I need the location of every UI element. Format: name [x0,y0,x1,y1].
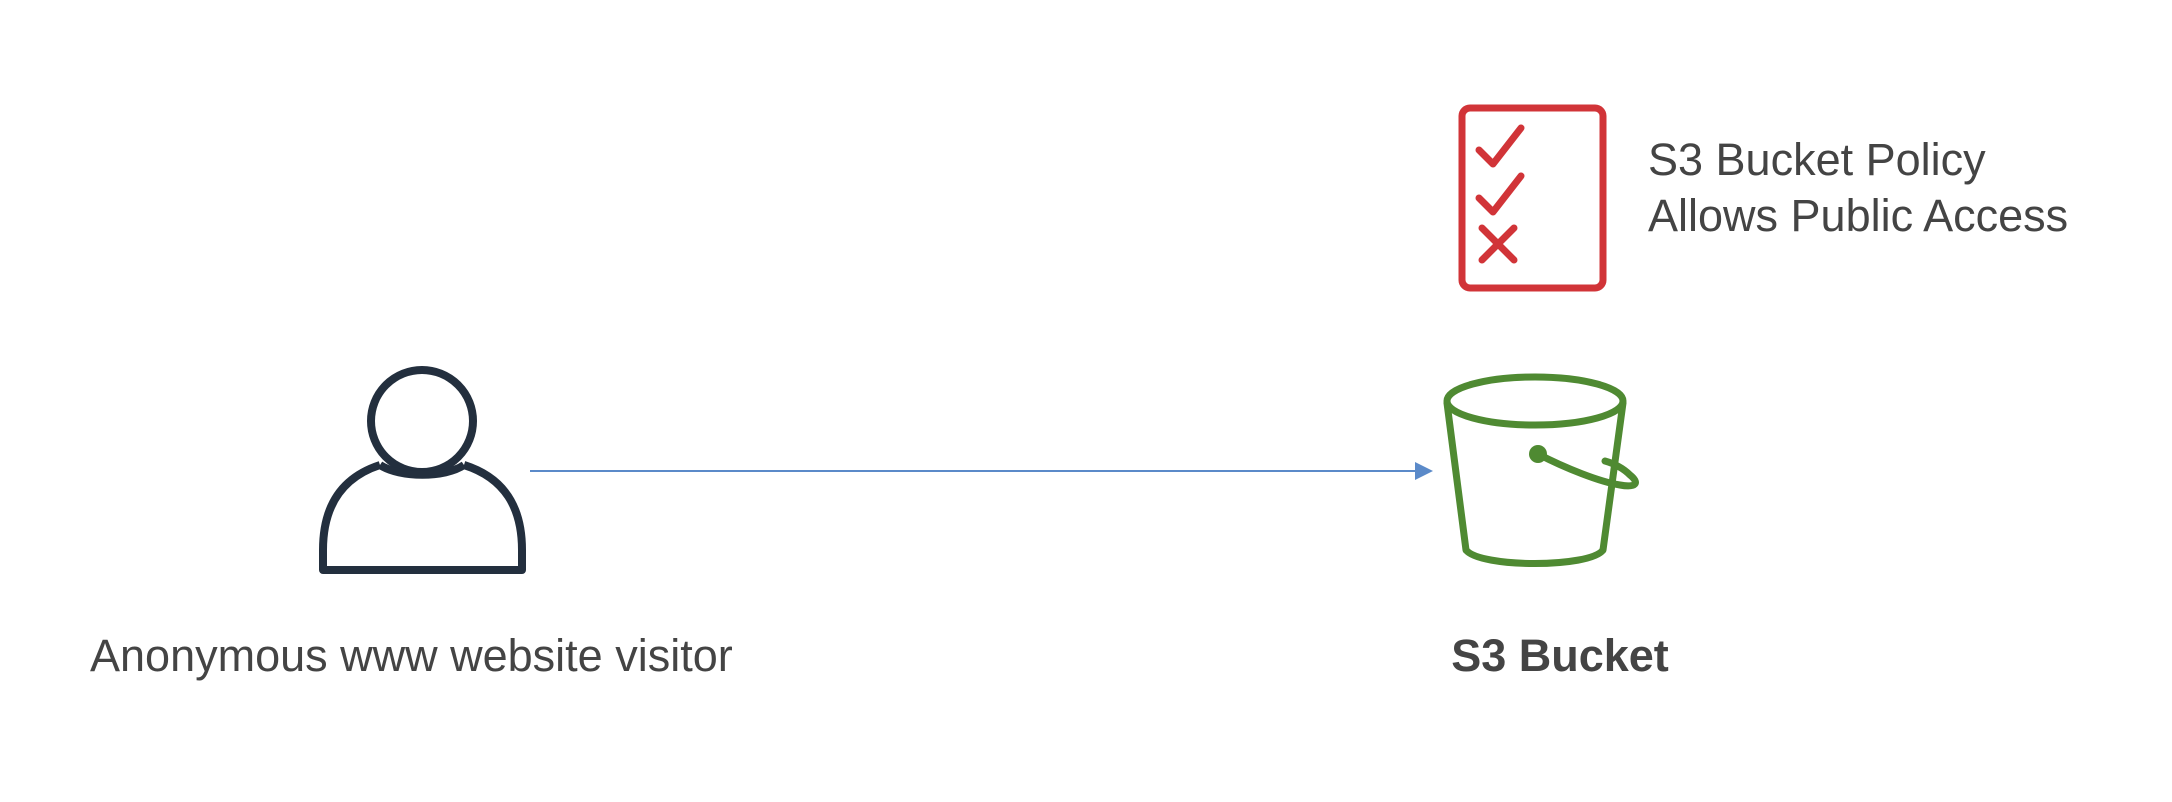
policy-checklist-icon [1458,104,1607,292]
user-icon [319,366,526,574]
policy-title: S3 Bucket Policy [1648,134,1986,185]
bucket-label: S3 Bucket [1451,630,1669,681]
user-label: Anonymous www website visitor [90,630,733,681]
policy-detail: Allows Public Access [1648,190,2069,241]
s3-bucket-icon [1443,373,1639,567]
policy-description: S3 Bucket Policy Allows Public Access [1648,132,2068,244]
access-arrow [530,462,1433,480]
